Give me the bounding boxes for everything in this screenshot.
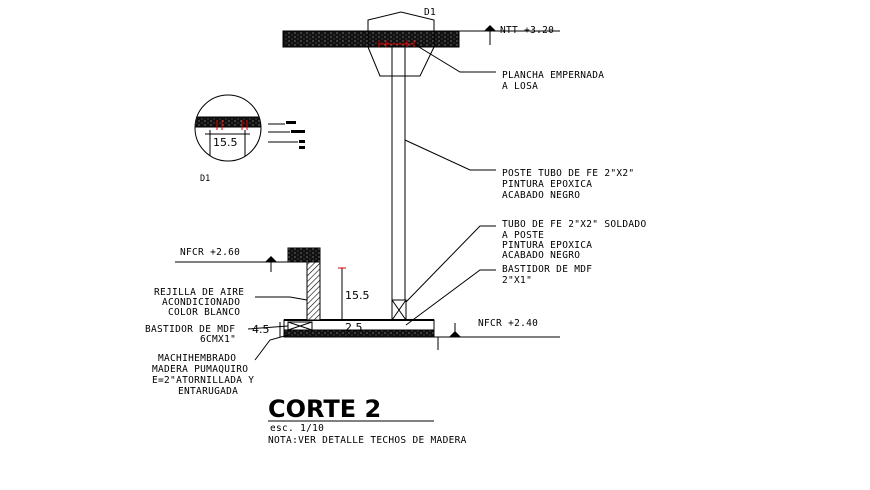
poste-line-3: ACABADO NEGRO	[502, 190, 580, 201]
mach-line-1: MACHIHEMBRADO	[158, 353, 236, 364]
poste-line-1: POSTE TUBO DE FE 2"X2"	[502, 168, 634, 179]
detail-marker-d1: D1	[367, 7, 436, 77]
plancha-line-2: A LOSA	[502, 81, 538, 92]
leader-poste: POSTE TUBO DE FE 2"X2" PINTURA EPOXICA A…	[404, 139, 634, 201]
tubo-line-3: PINTURA EPOXICA	[502, 240, 592, 251]
dim-15-5: 15.5	[345, 289, 370, 302]
d1-label: D1	[424, 7, 436, 18]
rejilla-line-2: ACONDICIONADO	[162, 297, 240, 308]
mach-line-4: ENTARUGADA	[178, 386, 238, 397]
detail-tag: D1	[200, 174, 210, 184]
leader-bastidor-right: BASTIDOR DE MDF 2"X1"	[405, 264, 592, 326]
bastidor-left-line-1: BASTIDOR DE MDF	[145, 324, 235, 335]
drawing-note: NOTA:VER DETALLE TECHOS DE MADERA	[268, 435, 467, 446]
nfcr-240-marker: NFCR +2.40	[434, 318, 560, 350]
mach-line-2: MADERA PUMAQUIRO	[152, 364, 248, 375]
tubo-line-1: TUBO DE FE 2"X2" SOLDADO	[502, 219, 646, 230]
poste-line-2: PINTURA EPOXICA	[502, 179, 592, 190]
tubo-line-2: A POSTE	[502, 230, 544, 241]
leader-machihembrado: MACHIHEMBRADO MADERA PUMAQUIRO E=2"ATORN…	[152, 334, 289, 397]
bastidor-left-line-2: 6CMX1"	[200, 334, 236, 345]
dimension-lines: 15.5 2.5 4.5	[252, 267, 392, 337]
square-tube	[391, 299, 407, 321]
dim-4-5: 4.5	[252, 323, 270, 336]
mach-line-3: E=2"ATORNILLADA Y	[152, 375, 254, 386]
leader-rejilla: REJILLA DE AIRE ACONDICIONADO COLOR BLAN…	[154, 287, 308, 318]
ntt-label: NTT +3.20	[500, 25, 554, 36]
dim-2-5: 2.5	[345, 321, 363, 334]
bastidor-right-line-1: BASTIDOR DE MDF	[502, 264, 592, 275]
plancha-line-1: PLANCHA EMPERNADA	[502, 70, 604, 81]
ceiling-slab	[282, 30, 460, 48]
drawing-scale: esc. 1/10	[270, 423, 324, 434]
ntt-level-marker: NTT +3.20	[459, 25, 560, 45]
drawing-title: CORTE 2	[268, 395, 381, 423]
leader-tubo: TUBO DE FE 2"X2" SOLDADO A POSTE PINTURA…	[405, 219, 646, 303]
detail-dim: 15.5	[213, 136, 238, 149]
nfcr-260-marker: NFCR +2.60	[175, 247, 288, 272]
nfcr-260-label: NFCR +2.60	[180, 247, 240, 258]
side-wall	[287, 247, 321, 321]
nfcr-240-label: NFCR +2.40	[478, 318, 538, 329]
vertical-post	[391, 47, 406, 300]
detail-circle: 15.5 D1	[194, 94, 305, 184]
rejilla-line-3: COLOR BLANCO	[168, 307, 240, 318]
leader-plancha: PLANCHA EMPERNADA A LOSA	[413, 43, 604, 92]
title-block: CORTE 2 esc. 1/10 NOTA:VER DETALLE TECHO…	[268, 395, 467, 446]
leader-bastidor-left: BASTIDOR DE MDF 6CMX1"	[145, 324, 289, 345]
rejilla-line-1: REJILLA DE AIRE	[154, 287, 244, 298]
tubo-line-4: ACABADO NEGRO	[502, 250, 580, 261]
bastidor-right-line-2: 2"X1"	[502, 275, 532, 286]
